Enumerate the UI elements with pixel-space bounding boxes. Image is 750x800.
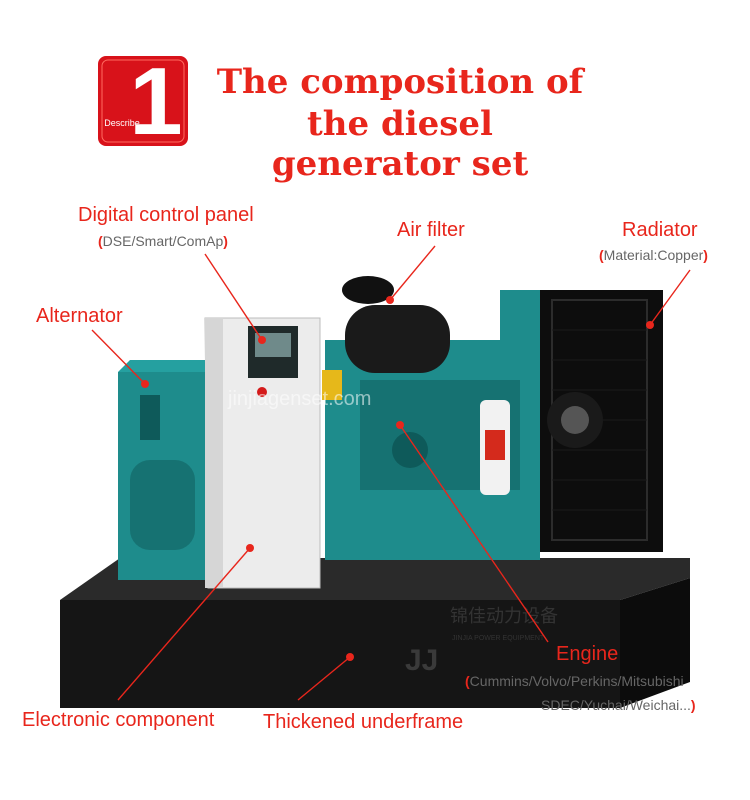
air-filter-cap: [342, 276, 394, 304]
sub-radiator: (Material:Copper): [599, 247, 708, 263]
label-control-panel: Digital control panel: [78, 204, 254, 226]
intake-pipe: [500, 290, 540, 380]
callout-dot-alternator: [141, 380, 149, 388]
air-filter-body: [345, 305, 450, 373]
callout-dot-electronic: [246, 544, 254, 552]
callout-dot-underframe: [346, 653, 354, 661]
badge-label: Describe: [104, 118, 140, 128]
describe-badge: 1 Describe: [98, 48, 188, 155]
label-air-filter: Air filter: [397, 219, 465, 241]
label-engine: Engine: [556, 643, 619, 665]
underframe: [60, 600, 620, 708]
sub-engine-line2: SDEC/Yuchai/Weichai...): [541, 697, 696, 713]
watermark: jinjiagenset.com: [227, 388, 371, 410]
title-line-2: the diesel generator set: [271, 104, 529, 184]
sub-engine-line1: (Cummins/Volvo/Perkins/Mitsubishi: [465, 673, 684, 689]
callout-dot-engine: [396, 421, 404, 429]
callout-dot-air-filter: [386, 296, 394, 304]
title-line-1: The composition of: [216, 62, 584, 102]
label-electronic-component: Electronic component: [22, 709, 215, 731]
frame-logo: JJ: [405, 644, 438, 677]
callout-dot-control-panel: [258, 336, 266, 344]
emergency-stop: [257, 387, 267, 397]
badge-number: 1: [129, 56, 182, 146]
label-underframe: Thickened underframe: [263, 711, 464, 733]
frame-cn-text: 锦佳动力设备: [450, 606, 558, 627]
sub-control-panel: (DSE/Smart/ComAp): [98, 233, 228, 249]
callout-dot-radiator: [646, 321, 654, 329]
frame-side: [620, 578, 690, 708]
label-alternator: Alternator: [36, 305, 123, 327]
frame-en-text: JINJIA POWER EQUIPMENT: [452, 635, 545, 642]
label-radiator: Radiator: [622, 219, 698, 241]
